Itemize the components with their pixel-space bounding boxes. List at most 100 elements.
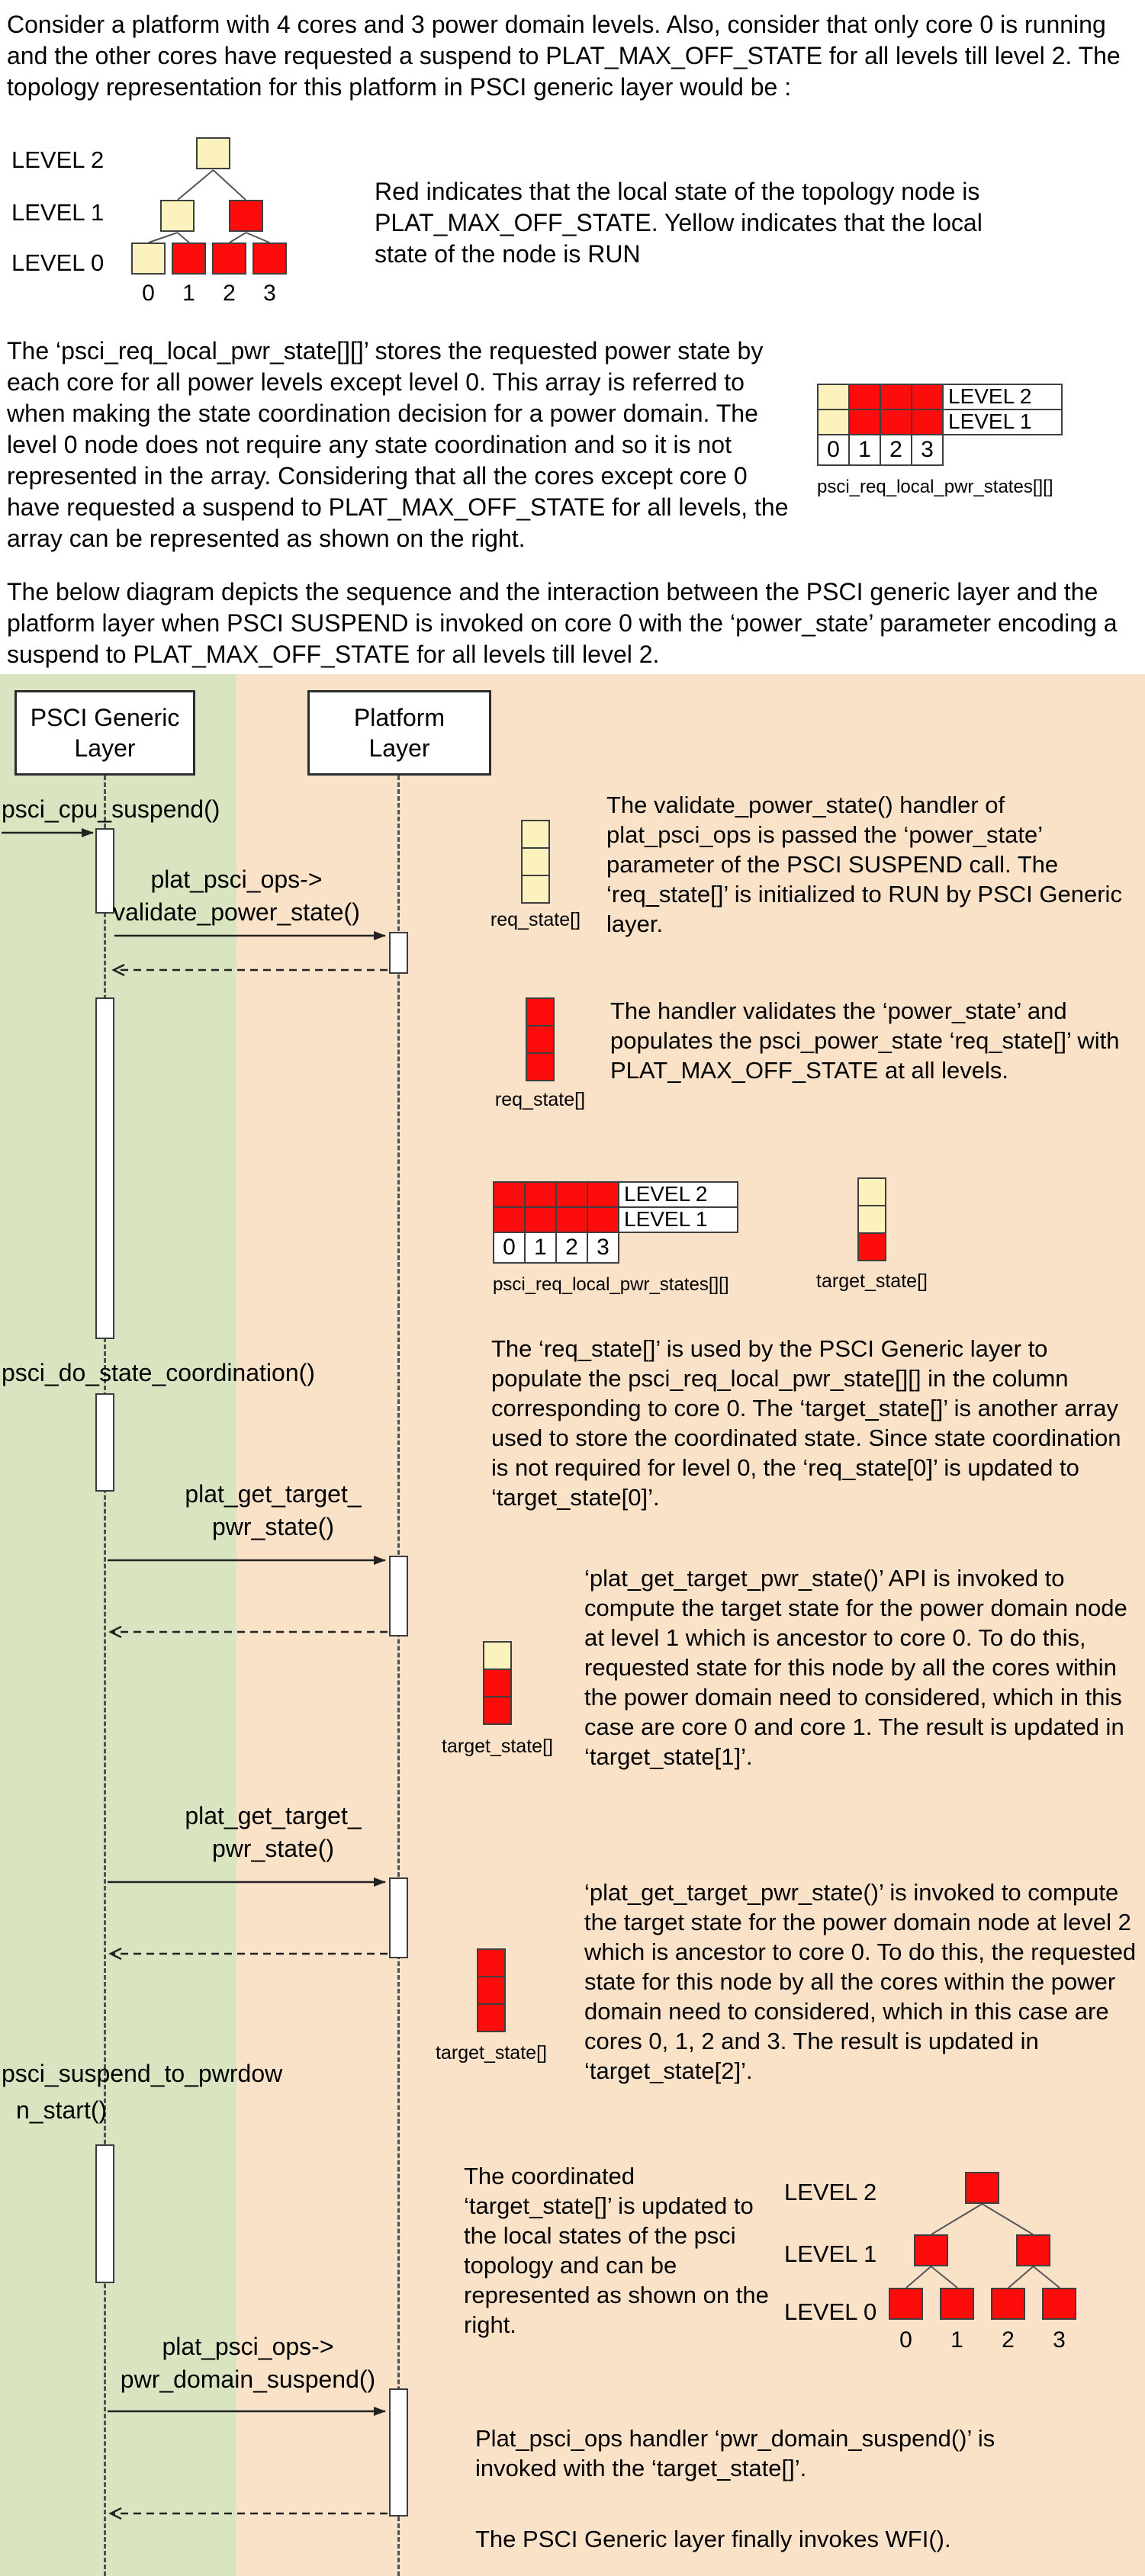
req-state-label: req_state[]: [494, 1089, 586, 1110]
text-cell: 0: [142, 281, 155, 306]
text-cell: 3: [263, 281, 276, 306]
state-cell-off: [526, 1052, 555, 1081]
text-cell: 2: [223, 281, 236, 306]
text-cell: 0: [899, 2327, 912, 2353]
state-cell-off: [587, 1181, 619, 1208]
target-state-column-l0: [857, 1177, 886, 1261]
state-cell-off: [524, 1181, 557, 1208]
text-cell: 1: [848, 434, 881, 466]
target-state-column-l2: [477, 1948, 506, 2032]
state-cell-run: [521, 847, 550, 876]
state-cell-off: [526, 997, 555, 1026]
state-cell-off: [483, 1696, 512, 1725]
tree1-level1-label: LEVEL 1: [11, 199, 105, 226]
state-cell-off: [555, 1206, 588, 1233]
state-cell-off: [587, 1206, 619, 1233]
note-topology-update: The coordinated ‘target_state[]’ is upda…: [464, 2163, 769, 2338]
state-cell-off: [526, 1025, 555, 1054]
grid-row-label-level2: LEVEL 2: [618, 1181, 738, 1208]
req-state-label: req_state[]: [490, 909, 581, 930]
msg-line: plat_get_target_: [185, 1802, 362, 1829]
state-cell-off: [880, 409, 912, 435]
activation-psci-long: [95, 997, 114, 1339]
msg-line: plat_psci_ops->: [150, 866, 323, 893]
actor-name-line: Layer: [368, 734, 430, 762]
state-cell-run: [857, 1205, 886, 1234]
tree2-level1-row: [914, 2234, 1050, 2266]
actor-name-line: PSCI Generic: [30, 704, 180, 731]
text-cell: 3: [587, 1232, 619, 1264]
state-cell-off: [252, 243, 287, 275]
grid-caption: psci_req_local_pwr_states[][]: [817, 477, 1053, 497]
state-cell-run: [817, 409, 850, 435]
req-state-column-off: [526, 997, 555, 1081]
msg-line: validate_power_state(): [113, 898, 360, 926]
grid-row: LEVEL 1: [493, 1206, 738, 1233]
tree1-level2-row: [196, 137, 230, 169]
target-state-column-l1: [483, 1641, 512, 1725]
state-cell-run: [483, 1641, 512, 1670]
msg-psci-suspend-to-pwrdown-start-1: psci_suspend_to_pwrdow: [2, 2060, 283, 2087]
tree1-core-numbers: 0 1 2 3: [131, 278, 287, 310]
text-cell: 1: [182, 281, 195, 306]
intro-paragraph-1: Consider a platform with 4 cores and 3 p…: [7, 11, 1121, 101]
msg-line: pwr_domain_suspend(): [120, 2366, 376, 2393]
actor-psci-generic-layer: PSCI Generic Layer: [14, 690, 195, 776]
note-domain-suspend: Plat_psci_ops handler ‘pwr_domain_suspen…: [475, 2425, 995, 2481]
state-cell-off: [880, 384, 912, 410]
req-state-column-run: [521, 820, 550, 904]
msg-line: plat_get_target_: [185, 1480, 362, 1508]
text-cell: 2: [1002, 2327, 1015, 2353]
tree2-level1-label: LEVEL 1: [784, 2240, 877, 2267]
text-cell: 2: [880, 434, 912, 466]
msg-plat-get-target-pwr-state-2: plat_get_target_ pwr_state(): [113, 1800, 433, 1865]
state-cell-off: [991, 2288, 1025, 2320]
msg-line: pwr_state(): [211, 1513, 335, 1540]
state-cell-off: [493, 1181, 526, 1208]
text-cell: 1: [524, 1232, 557, 1264]
state-cell-off: [477, 2003, 506, 2032]
note-target-level2: ‘plat_get_target_pwr_state()’ is invoked…: [584, 1879, 1137, 2084]
state-cell-off: [940, 2288, 974, 2320]
msg-psci-suspend-to-pwrdown-start-2: n_start(): [16, 2096, 108, 2124]
state-cell-off: [965, 2172, 999, 2204]
target-state-label: target_state[]: [442, 1736, 553, 1757]
grid-row: LEVEL 2: [817, 384, 1063, 410]
tree2-level2-label: LEVEL 2: [784, 2179, 877, 2205]
psci-generic-layer-band: [0, 674, 236, 2576]
state-cell-off: [229, 200, 263, 232]
grid-row-cells-level2: [817, 384, 944, 410]
state-cell-off: [483, 1669, 512, 1698]
tree1-level1-row: [160, 200, 263, 232]
state-cell-off: [212, 243, 246, 275]
platform-lifeline: [397, 776, 400, 2576]
grid-row-label-level1: LEVEL 1: [942, 409, 1063, 435]
state-cell-off: [477, 1948, 506, 1977]
state-cell-off: [911, 384, 944, 410]
intro-paragraph-3: The below diagram depicts the sequence a…: [7, 578, 1118, 668]
tree2-level2-row: [965, 2172, 999, 2204]
text-cell: 2: [555, 1232, 588, 1264]
state-cell-off: [848, 384, 881, 410]
state-cell-off: [555, 1181, 588, 1208]
msg-line: pwr_state(): [211, 1835, 335, 1862]
text-cell: 0: [817, 434, 850, 466]
state-cell-run: [817, 384, 850, 410]
state-cell-off: [524, 1206, 557, 1233]
note-target-level1: ‘plat_get_target_pwr_state()’ API is inv…: [584, 1565, 1127, 1770]
grid-row: LEVEL 2: [493, 1181, 738, 1208]
color-legend-text: Red indicates that the local state of th…: [375, 178, 983, 268]
msg-psci-do-state-coordination: psci_do_state_coordination(): [2, 1359, 315, 1386]
grid-caption: psci_req_local_pwr_states[][]: [493, 1274, 729, 1295]
activation-psci-state-coordination: [95, 1393, 114, 1492]
state-cell-run: [521, 820, 550, 849]
activation-psci-cpu-suspend: [95, 828, 114, 914]
state-cell-off: [848, 409, 881, 435]
text-cell: 3: [1053, 2327, 1066, 2353]
msg-plat-get-target-pwr-state-1: plat_get_target_ pwr_state(): [113, 1478, 433, 1543]
